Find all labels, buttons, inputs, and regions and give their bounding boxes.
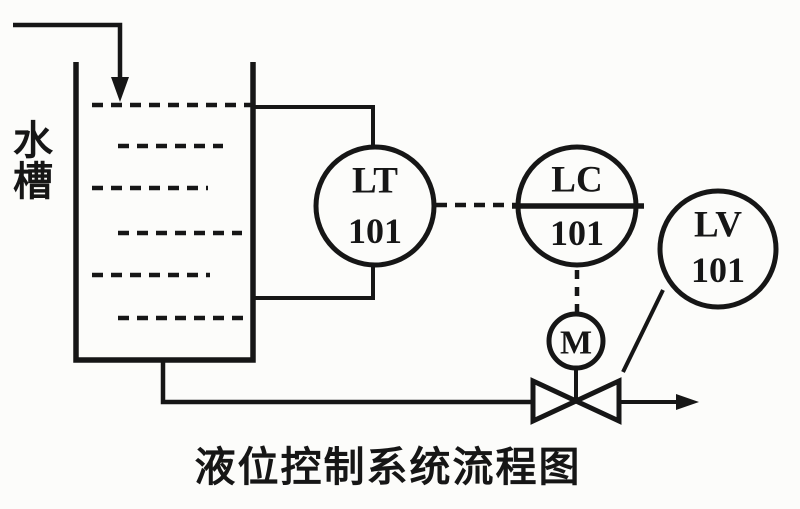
outlet-pipe [160,360,533,405]
inlet-pipe [13,22,123,82]
lt-instrument-bubble [313,144,437,268]
control-valve-icon [570,377,622,425]
lv-leader-line [621,289,665,373]
outlet-arrow-icon [676,394,699,410]
lt-tag-text: LT [352,161,398,202]
tap-line-upper [253,105,375,147]
lv-number-text: 101 [691,250,745,290]
inlet-arrow-icon [111,77,129,102]
tank-label-char-1: 水 [13,119,54,163]
tap-line-lower [253,263,375,300]
lc-number-text: 101 [550,213,604,253]
motor-tag-text: M [560,325,592,362]
control-valve-icon [530,377,582,425]
lv-tag-text: LV [694,205,742,246]
diagram-title: 液位控制系统流程图 [195,444,582,490]
tank-label-char-2: 槽 [13,160,53,204]
lv-instrument-bubble [657,188,779,310]
lc-tag-text: LC [551,160,602,201]
lt-number-text: 101 [348,211,402,251]
